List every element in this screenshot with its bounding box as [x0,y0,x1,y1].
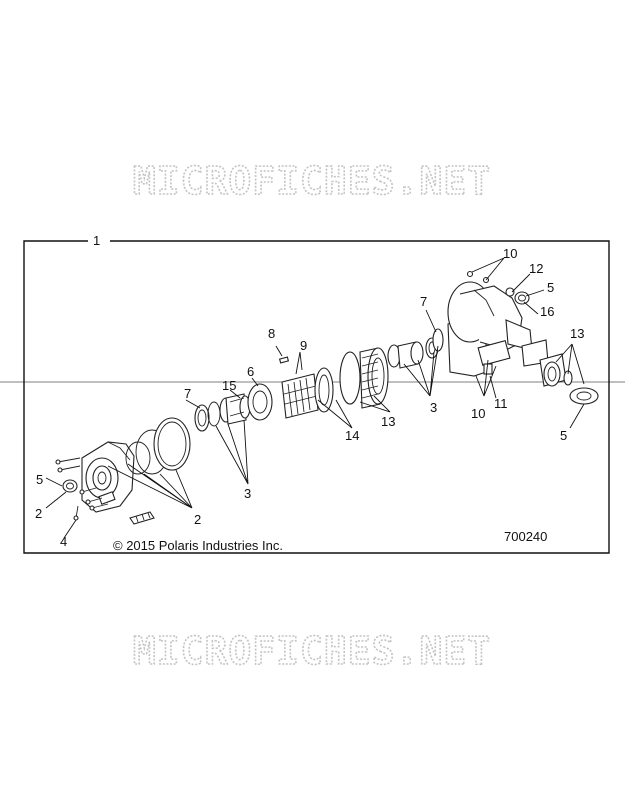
ring-gear-hub [339,347,389,409]
leader-lines [45,257,585,539]
callout-7-left: 7 [184,386,191,401]
callout-2-right: 2 [194,512,201,527]
callout-6: 6 [247,364,254,379]
seal-left [62,479,78,493]
callout-8: 8 [268,326,275,341]
rear-seals [505,287,530,305]
watermark-top: MICROFICHES.NET [133,159,491,203]
callout-4: 4 [60,534,67,549]
bearing-races [387,328,444,369]
callout-14: 14 [345,428,359,443]
callout-5-top-right: 5 [547,280,554,295]
callout-10-bottom: 10 [471,406,485,421]
shim-rings [125,417,191,475]
callout-7-right: 7 [420,294,427,309]
callout-13-middle: 13 [381,414,395,429]
vent-bolt [466,270,490,284]
callout-1: 1 [93,233,100,248]
output-shaft [521,339,573,387]
callout-12: 12 [529,261,543,276]
callout-10-top: 10 [503,246,517,261]
callout-3-upper: 3 [430,400,437,415]
callout-16: 16 [540,304,554,319]
callout-11: 11 [494,396,508,411]
assembly-frame [23,240,610,554]
spring-pin [278,356,290,364]
copyright-text: © 2015 Polaris Industries Inc. [113,538,283,553]
roller-bearing-cage [281,373,319,419]
callout-9: 9 [300,338,307,353]
front-housing-cover [81,441,135,513]
rear-housing [447,281,533,377]
housing-bolts [55,457,109,521]
callout-5-left: 5 [36,472,43,487]
clip-bracket [129,511,155,525]
diagram-number: 700240 [504,529,547,544]
clutch-stack [194,383,273,432]
watermark-bottom: MICROFICHES.NET [133,629,491,673]
output-seal [569,387,599,405]
callout-13-right: 13 [570,326,584,341]
callout-3-lower: 3 [244,486,251,501]
housing-plug [483,363,493,375]
callout-labels: 1 2 2 3 3 4 5 5 5 6 7 7 8 9 10 10 11 12 … [35,233,584,549]
callout-2-left: 2 [35,506,42,521]
callout-5-bottom-right: 5 [560,428,567,443]
callout-15: 15 [222,378,236,393]
